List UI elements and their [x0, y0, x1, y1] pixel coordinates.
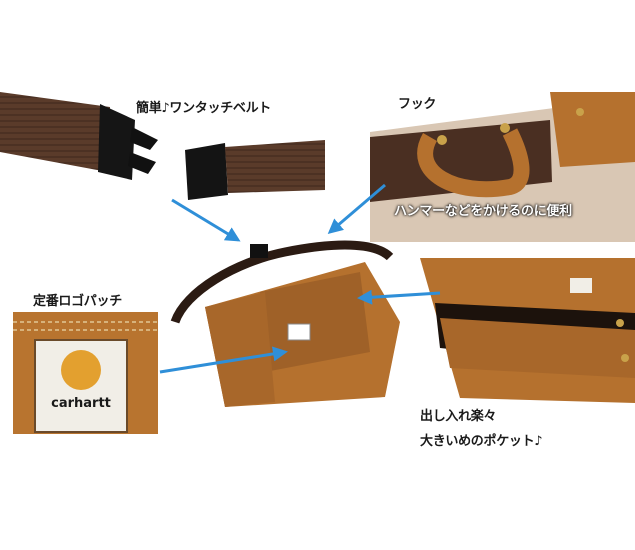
buckle-belt-photo	[0, 82, 190, 202]
carhartt-logo-icon	[61, 350, 101, 390]
patch-brand-text: carhartt	[51, 396, 111, 411]
hook-label: フック	[398, 97, 437, 112]
pocket-label-line1: 出し入れ楽々	[420, 409, 497, 424]
hook-photo: ハンマーなどをかけるのに便利	[370, 92, 635, 242]
patch-label: 定番ロゴパッチ	[33, 294, 122, 309]
pocket-label-line2: 大きいめのポケット♪	[420, 434, 543, 449]
tool-apron-photo	[165, 232, 410, 407]
hook-caption: ハンマーなどをかけるのに便利	[394, 204, 572, 219]
buckle-female-photo	[180, 135, 325, 205]
pocket-photo	[420, 258, 635, 403]
patch-photo: carhartt	[13, 312, 158, 434]
buckle-label: 簡単♪ワンタッチベルト	[136, 101, 271, 116]
